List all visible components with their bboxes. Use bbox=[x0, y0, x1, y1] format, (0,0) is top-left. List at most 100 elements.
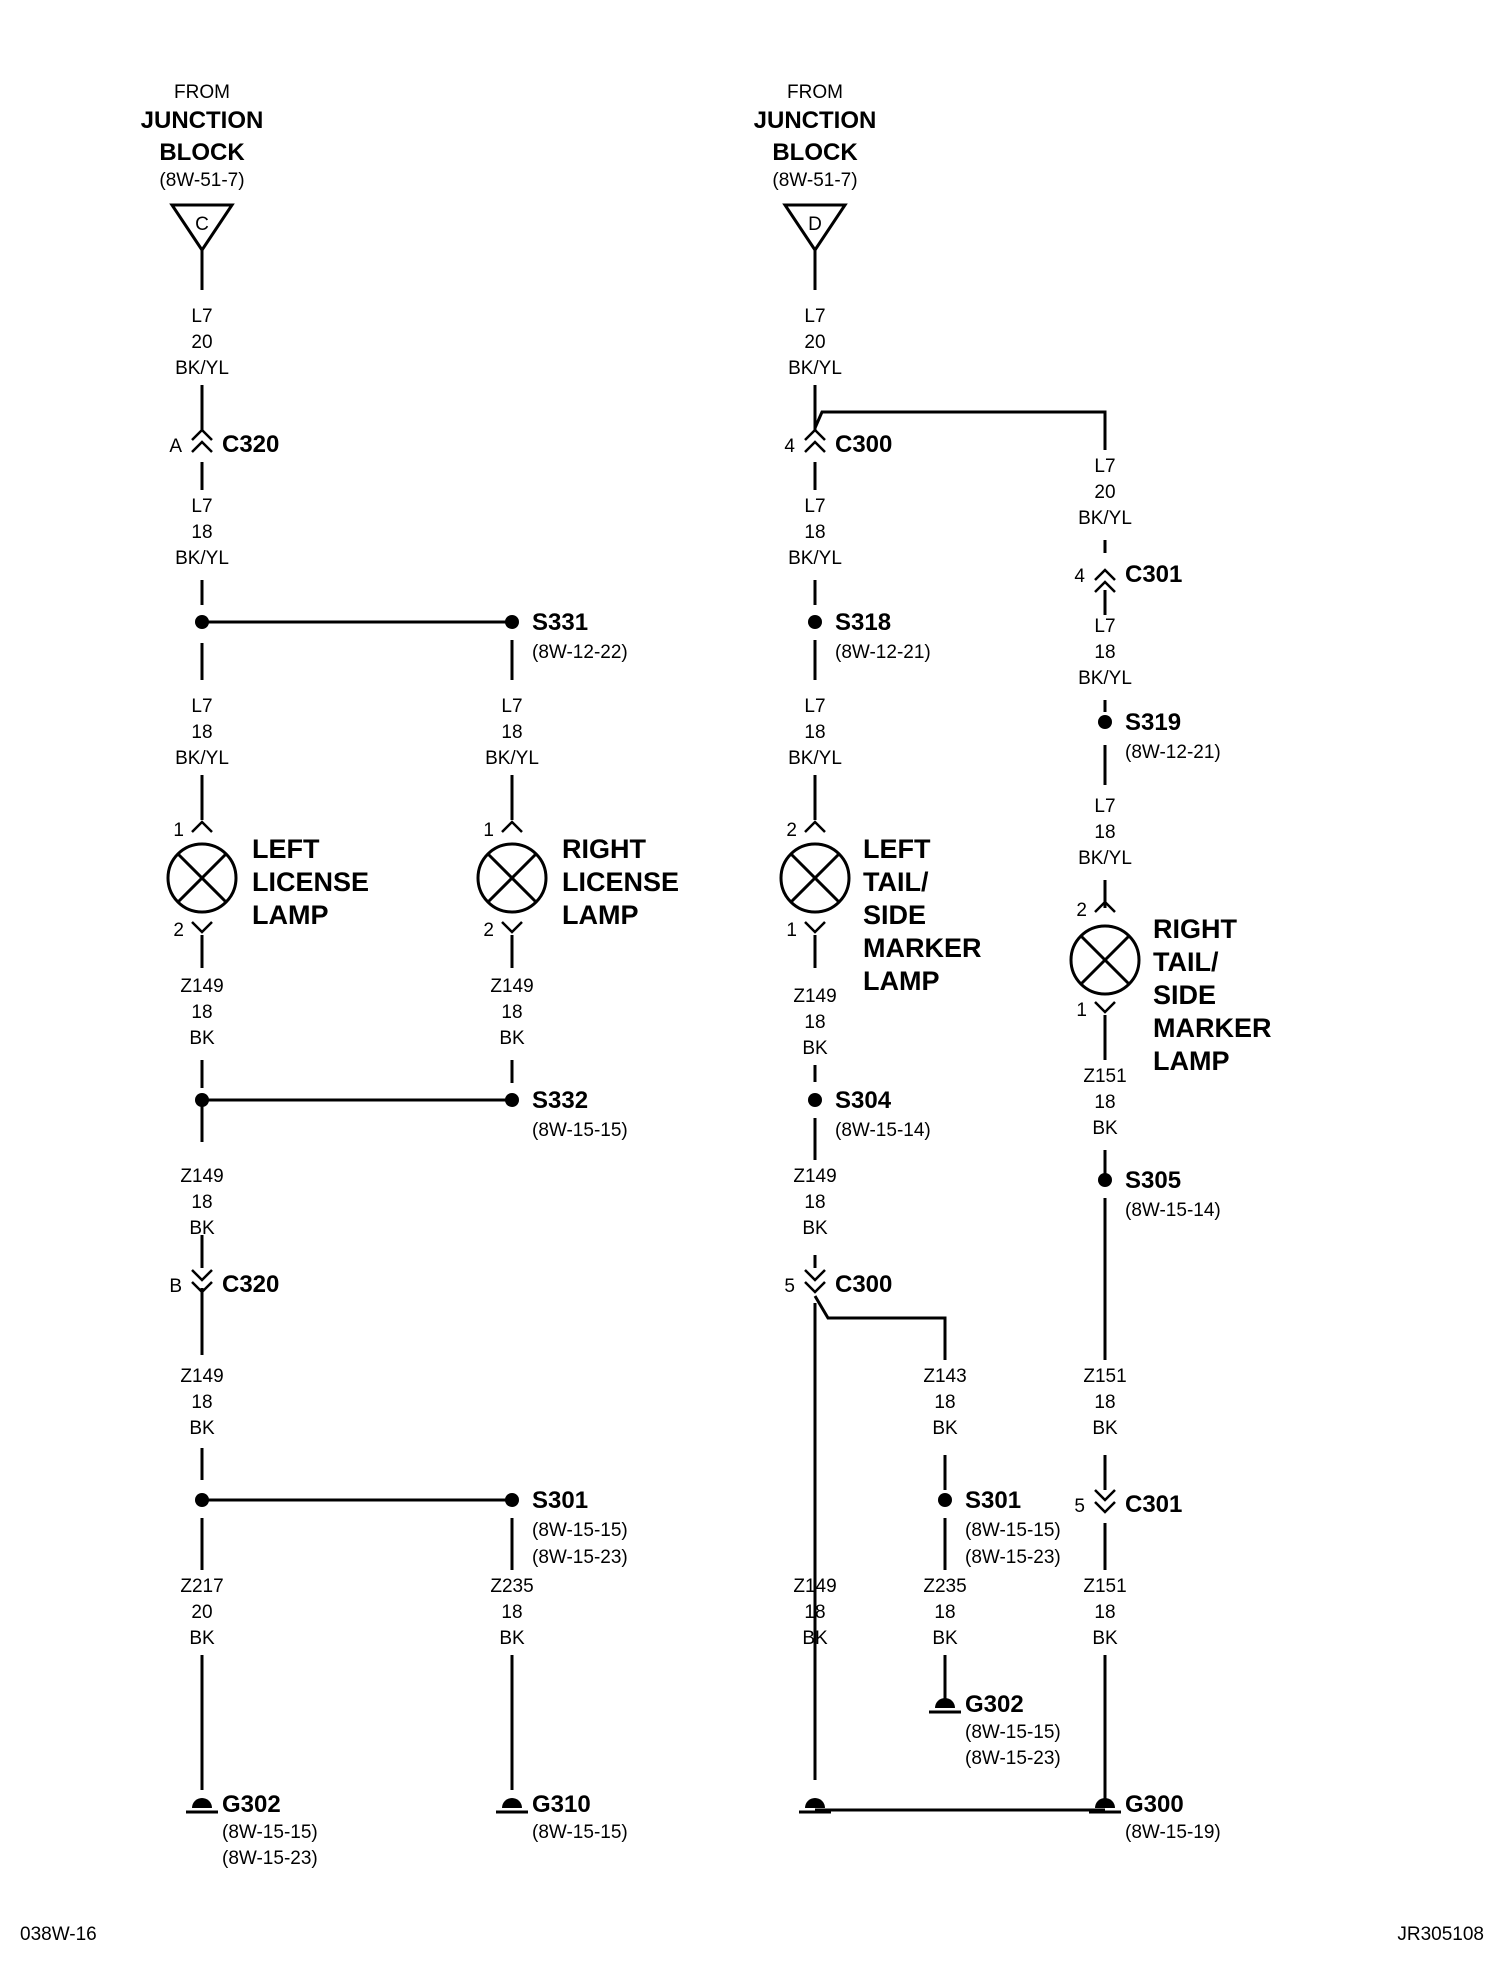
svg-text:20: 20 bbox=[191, 332, 212, 353]
connector-chevron-icon bbox=[1094, 568, 1116, 581]
wire-label: L7 18 BK/YL bbox=[788, 496, 842, 569]
connector-c301-5: 5 C301 bbox=[1074, 1489, 1182, 1518]
svg-text:Z235: Z235 bbox=[923, 1576, 966, 1597]
svg-text:Z151: Z151 bbox=[1083, 1066, 1126, 1087]
splice-ref: (8W-15-15) bbox=[532, 1520, 628, 1541]
svg-text:18: 18 bbox=[501, 722, 522, 743]
splice-s318: S318 (8W-12-21) bbox=[808, 609, 931, 663]
svg-text:L7: L7 bbox=[1094, 616, 1115, 637]
ground-icon bbox=[805, 1798, 825, 1808]
svg-text:18: 18 bbox=[1094, 1392, 1115, 1413]
svg-text:L7: L7 bbox=[804, 496, 825, 517]
pin-chevron-icon bbox=[501, 921, 523, 934]
svg-text:BK: BK bbox=[802, 1038, 828, 1059]
connector-pin: 4 bbox=[1074, 566, 1085, 587]
connector-c320-a: A C320 bbox=[169, 428, 279, 458]
svg-text:18: 18 bbox=[1094, 822, 1115, 843]
splice-ref: (8W-15-14) bbox=[835, 1120, 931, 1141]
lamp-label: MARKER bbox=[1153, 1013, 1272, 1043]
connector-c320-b: B C320 bbox=[169, 1269, 279, 1298]
svg-text:BK: BK bbox=[802, 1628, 828, 1649]
connector-name: C320 bbox=[222, 431, 279, 458]
lamp-right-license: 1 2 RIGHT LICENSE LAMP bbox=[476, 820, 679, 941]
svg-text:BK/YL: BK/YL bbox=[485, 748, 539, 769]
wire-label: Z149 18 BK bbox=[793, 986, 836, 1059]
svg-text:Z149: Z149 bbox=[793, 1576, 836, 1597]
connector-chevron-icon bbox=[804, 440, 826, 453]
splice-s301-right: S301 (8W-15-15) (8W-15-23) bbox=[938, 1487, 1061, 1568]
wire-label: Z217 20 BK bbox=[180, 1576, 223, 1649]
ground-g310: G310 (8W-15-15) bbox=[496, 1791, 628, 1843]
svg-text:Z217: Z217 bbox=[180, 1576, 223, 1597]
svg-text:BK/YL: BK/YL bbox=[175, 548, 229, 569]
lamp-pin-bottom: 1 bbox=[1076, 1000, 1087, 1021]
lamp-label: SIDE bbox=[863, 900, 926, 930]
svg-text:20: 20 bbox=[804, 332, 825, 353]
connector-c300-5: 5 C300 bbox=[784, 1269, 892, 1298]
splice-name: S319 bbox=[1125, 709, 1181, 736]
svg-text:BK: BK bbox=[189, 1418, 215, 1439]
pin-chevron-icon bbox=[191, 820, 213, 833]
wire-label: L7 18 BK/YL bbox=[788, 696, 842, 769]
wire-labels: L7 20 BK/YL L7 18 BK/YL L7 18 BK/YL Z149… bbox=[175, 306, 1132, 1649]
wire-label: Z143 18 BK bbox=[923, 1366, 966, 1439]
ground-name: G302 bbox=[222, 1791, 281, 1818]
lamp-pin-top: 2 bbox=[1076, 900, 1087, 921]
wire-lines bbox=[200, 250, 1107, 1812]
source-name-line2: BLOCK bbox=[159, 139, 245, 166]
grounds: G302 (8W-15-15) (8W-15-23) G310 (8W-15-1… bbox=[186, 1691, 1221, 1869]
wire-label: Z149 18 BK bbox=[180, 1166, 223, 1239]
ground-ref: (8W-15-23) bbox=[222, 1848, 318, 1869]
svg-text:Z149: Z149 bbox=[490, 976, 533, 997]
svg-text:BK: BK bbox=[802, 1218, 828, 1239]
svg-text:Z149: Z149 bbox=[180, 1366, 223, 1387]
svg-text:BK: BK bbox=[189, 1218, 215, 1239]
wire-label: Z235 18 BK bbox=[923, 1576, 966, 1649]
source-pin: D bbox=[808, 214, 822, 235]
connector-pin: B bbox=[169, 1276, 182, 1297]
wire-label: Z151 18 BK bbox=[1083, 1366, 1126, 1439]
splice-dot bbox=[1098, 715, 1112, 729]
ground-icon bbox=[502, 1798, 522, 1808]
svg-text:BK/YL: BK/YL bbox=[1078, 668, 1132, 689]
svg-text:18: 18 bbox=[191, 722, 212, 743]
svg-text:BK/YL: BK/YL bbox=[1078, 508, 1132, 529]
splice-ref: (8W-15-23) bbox=[532, 1547, 628, 1568]
lamp-label: MARKER bbox=[863, 933, 982, 963]
splice-dot bbox=[195, 615, 209, 629]
splice-ref: (8W-12-21) bbox=[835, 642, 931, 663]
lamp-label: LEFT bbox=[252, 834, 320, 864]
svg-text:L7: L7 bbox=[1094, 456, 1115, 477]
wire-label: L7 20 BK/YL bbox=[788, 306, 842, 379]
pin-chevron-icon bbox=[1094, 1001, 1116, 1014]
svg-text:L7: L7 bbox=[1094, 796, 1115, 817]
ground-icon bbox=[192, 1798, 212, 1808]
wire-label: Z151 18 BK bbox=[1083, 1066, 1126, 1139]
connector-pin: 4 bbox=[784, 436, 795, 457]
ground-icon bbox=[935, 1698, 955, 1708]
splice-dot bbox=[808, 1093, 822, 1107]
splice-name: S301 bbox=[965, 1487, 1021, 1514]
connector-pin: A bbox=[169, 436, 182, 457]
splices: S331 (8W-12-22) S332 (8W-15-15) S301 (8W… bbox=[195, 609, 1221, 1568]
ground-icon bbox=[1095, 1798, 1115, 1808]
lamp-label: LICENSE bbox=[252, 867, 369, 897]
ground-ref: (8W-15-15) bbox=[965, 1722, 1061, 1743]
lamp-label: LEFT bbox=[863, 834, 931, 864]
splice-dot bbox=[195, 1493, 209, 1507]
splice-ref: (8W-12-22) bbox=[532, 642, 628, 663]
svg-text:BK: BK bbox=[1092, 1418, 1118, 1439]
svg-text:18: 18 bbox=[934, 1602, 955, 1623]
lamp-pin-bottom: 1 bbox=[786, 920, 797, 941]
connector-name: C301 bbox=[1125, 1491, 1182, 1518]
source-triangle-icon bbox=[169, 203, 235, 253]
connector-pin: 5 bbox=[1074, 1496, 1085, 1517]
svg-text:18: 18 bbox=[1094, 1092, 1115, 1113]
svg-text:18: 18 bbox=[191, 1192, 212, 1213]
lamp-pin-top: 1 bbox=[173, 820, 184, 841]
svg-text:18: 18 bbox=[1094, 1602, 1115, 1623]
svg-text:BK/YL: BK/YL bbox=[788, 748, 842, 769]
wire-label: Z149 18 BK bbox=[793, 1576, 836, 1649]
svg-text:L7: L7 bbox=[191, 696, 212, 717]
figure-code-right: JR305108 bbox=[1397, 1924, 1484, 1945]
